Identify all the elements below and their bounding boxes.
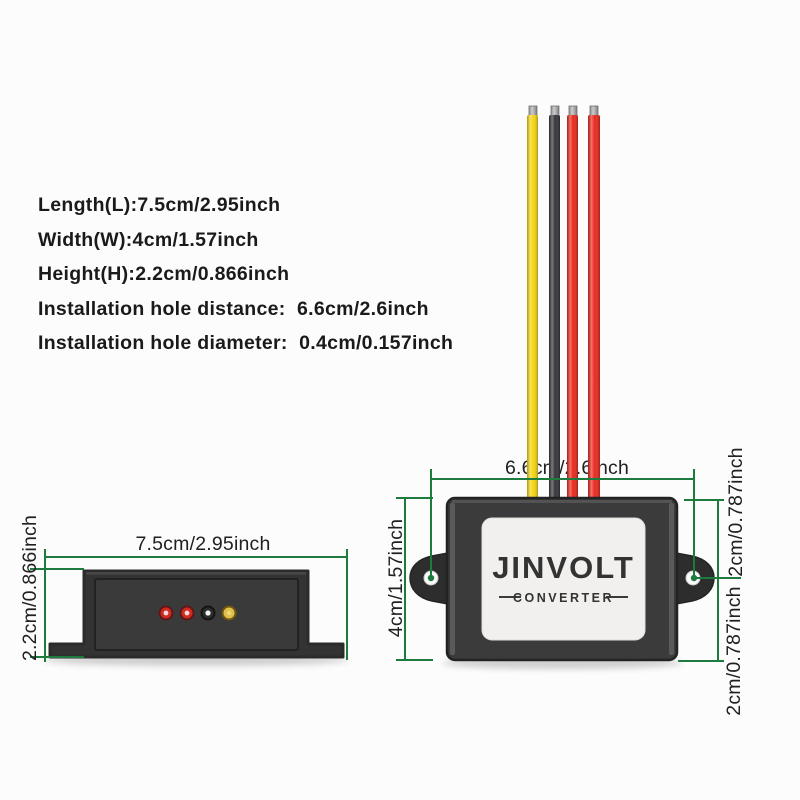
product-label [481, 517, 646, 641]
top-edge-highlight [452, 500, 672, 503]
spec-hole-distance: Installation hole distance: 6.6cm/2.6inc… [38, 297, 429, 320]
right-edge-highlight [669, 503, 674, 655]
dim-edge-to-hole-bottom-label: 2cm/0.787inch [723, 586, 745, 715]
dim-side-height-label: 2.2cm/0.866inch [19, 515, 41, 661]
spec-hole-diameter: Installation hole diameter: 0.4cm/0.157i… [38, 332, 454, 354]
wires [527, 105, 600, 500]
dim-side-length-label: 7.5cm/2.95inch [135, 533, 270, 555]
side-view [44, 569, 348, 666]
dot-center [226, 610, 232, 616]
dimension-lines [30, 469, 741, 662]
wire-shading [567, 115, 578, 500]
top-view: JINVOLT CONVERTER [409, 496, 715, 669]
side-view-panel [94, 578, 299, 651]
wire-end-dots [158, 605, 237, 621]
wire-shading [549, 115, 560, 500]
black-wire [549, 105, 560, 500]
spec-list: Length(L):7.5cm/2.95inch Width(W):4cm/1.… [38, 188, 453, 361]
spec-length: Length(L):7.5cm/2.95inch [38, 194, 281, 216]
red-wire-1 [567, 105, 578, 500]
red-wire-2 [588, 105, 600, 500]
dim-top-width-label: 4cm/1.57inch [385, 519, 407, 637]
right-hole-center-dot [690, 574, 698, 582]
dim-edge-to-hole-top-label: 2cm/0.787inch [725, 447, 747, 576]
spec-width: Width(W):4cm/1.57inch [38, 228, 259, 251]
dot-center [184, 610, 190, 616]
spec-height: Height(H):2.2cm/0.866inch [38, 263, 290, 285]
brand-text: JINVOLT [492, 550, 635, 585]
side-view-top-highlight [86, 572, 306, 575]
left-hole-center-dot [427, 574, 435, 582]
dot-center [205, 610, 211, 616]
dot-center [163, 610, 169, 616]
yellow-wire [527, 105, 538, 500]
wire-shading [588, 115, 600, 500]
wire-shading [527, 115, 538, 500]
left-edge-highlight [450, 503, 455, 655]
converter-text: CONVERTER [513, 591, 614, 605]
